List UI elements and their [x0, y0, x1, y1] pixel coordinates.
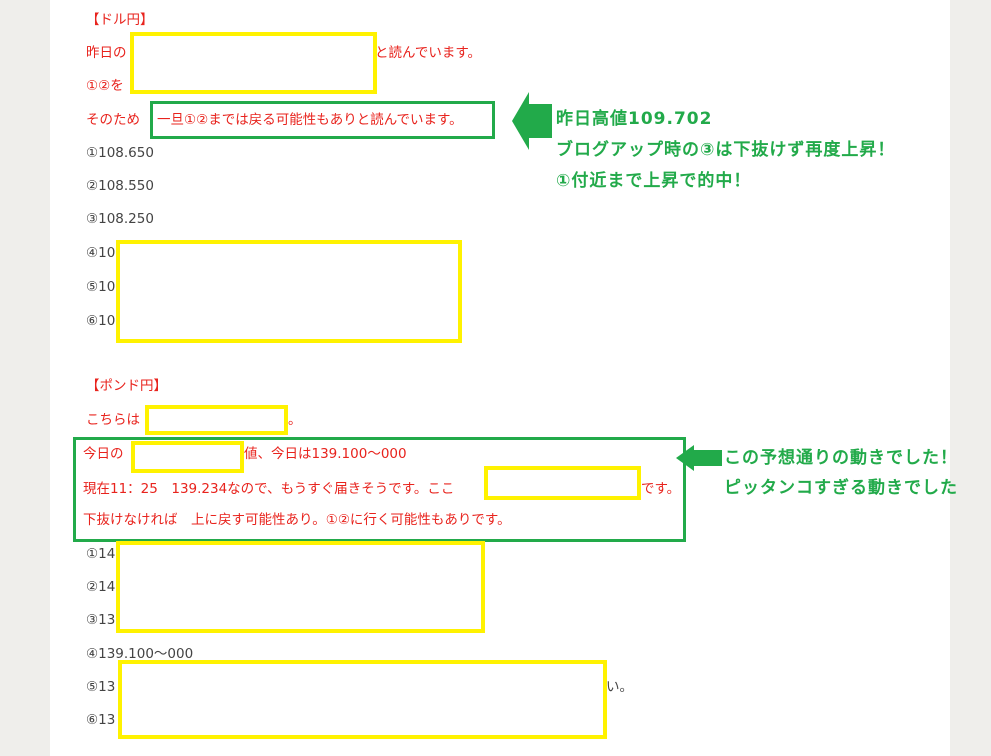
redaction-box	[484, 466, 641, 500]
arrow-left-icon	[676, 445, 722, 471]
usdjpy-level-4: ④10	[86, 245, 116, 261]
redaction-box	[116, 240, 462, 343]
gbpjpy-level-6: ⑥13	[86, 712, 116, 728]
gbpjpy-level-5-suffix: い。	[606, 679, 633, 695]
redaction-box	[131, 441, 244, 473]
usdjpy-note-1: 昨日高値109.702	[556, 109, 713, 129]
usdjpy-line1-prefix: 昨日の	[86, 45, 127, 61]
redaction-box	[118, 660, 607, 739]
usdjpy-note-3: ①付近まで上昇で的中！	[556, 171, 752, 191]
gbpjpy-box-line1-suffix: 値、今日は139.100〜000	[244, 446, 407, 462]
highlight-box	[73, 437, 686, 542]
gbpjpy-level-2: ②14	[86, 579, 116, 595]
usdjpy-level-3: ③108.250	[86, 211, 154, 227]
usdjpy-note-2: ブログアップ時の③は下抜けず再度上昇！	[556, 140, 896, 160]
usdjpy-level-2: ②108.550	[86, 178, 154, 194]
usdjpy-line2-prefix: ①②を	[86, 78, 124, 94]
gbpjpy-box-line3: 下抜けなければ 上に戻す可能性あり。①②に行く可能性もありです。	[83, 512, 511, 528]
gbpjpy-level-5: ⑤13	[86, 679, 116, 695]
usdjpy-line3-prefix: そのため	[86, 112, 140, 128]
gbpjpy-level-4: ④139.100〜000	[86, 646, 194, 662]
gbpjpy-level-3: ③13	[86, 612, 116, 628]
redaction-box	[116, 541, 485, 633]
highlight-box	[150, 101, 495, 139]
usdjpy-line1-suffix: と読んでいます。	[375, 45, 481, 61]
gbpjpy-box-line2-suffix: です。	[641, 481, 681, 497]
usdjpy-level-5: ⑤10	[86, 279, 116, 295]
usdjpy-level-1: ①108.650	[86, 145, 154, 161]
arrow-left-icon	[512, 92, 552, 150]
gbpjpy-note-1: この予想通りの動きでした！	[724, 448, 958, 468]
gbpjpy-box-line2-prefix: 現在11：25 139.234なので、もうすぐ届きそうです。ここ	[83, 481, 455, 497]
usdjpy-line3-boxed: 一旦①②までは戻る可能性もありと読んでいます。	[157, 112, 463, 128]
gbpjpy-level-1: ①14	[86, 546, 116, 562]
gbpjpy-heading: 【ポンド円】	[86, 378, 167, 394]
gbpjpy-note-2: ピッタンコすぎる動きでした	[724, 478, 958, 498]
gbpjpy-line1-suffix: 。	[288, 412, 302, 428]
gbpjpy-box-line1-prefix: 今日の	[83, 446, 124, 462]
redaction-box	[130, 32, 377, 94]
gbpjpy-line1-prefix: こちらは	[86, 412, 140, 428]
usdjpy-heading: 【ドル円】	[86, 12, 154, 28]
redaction-box	[145, 405, 288, 435]
usdjpy-level-6: ⑥10	[86, 313, 116, 329]
